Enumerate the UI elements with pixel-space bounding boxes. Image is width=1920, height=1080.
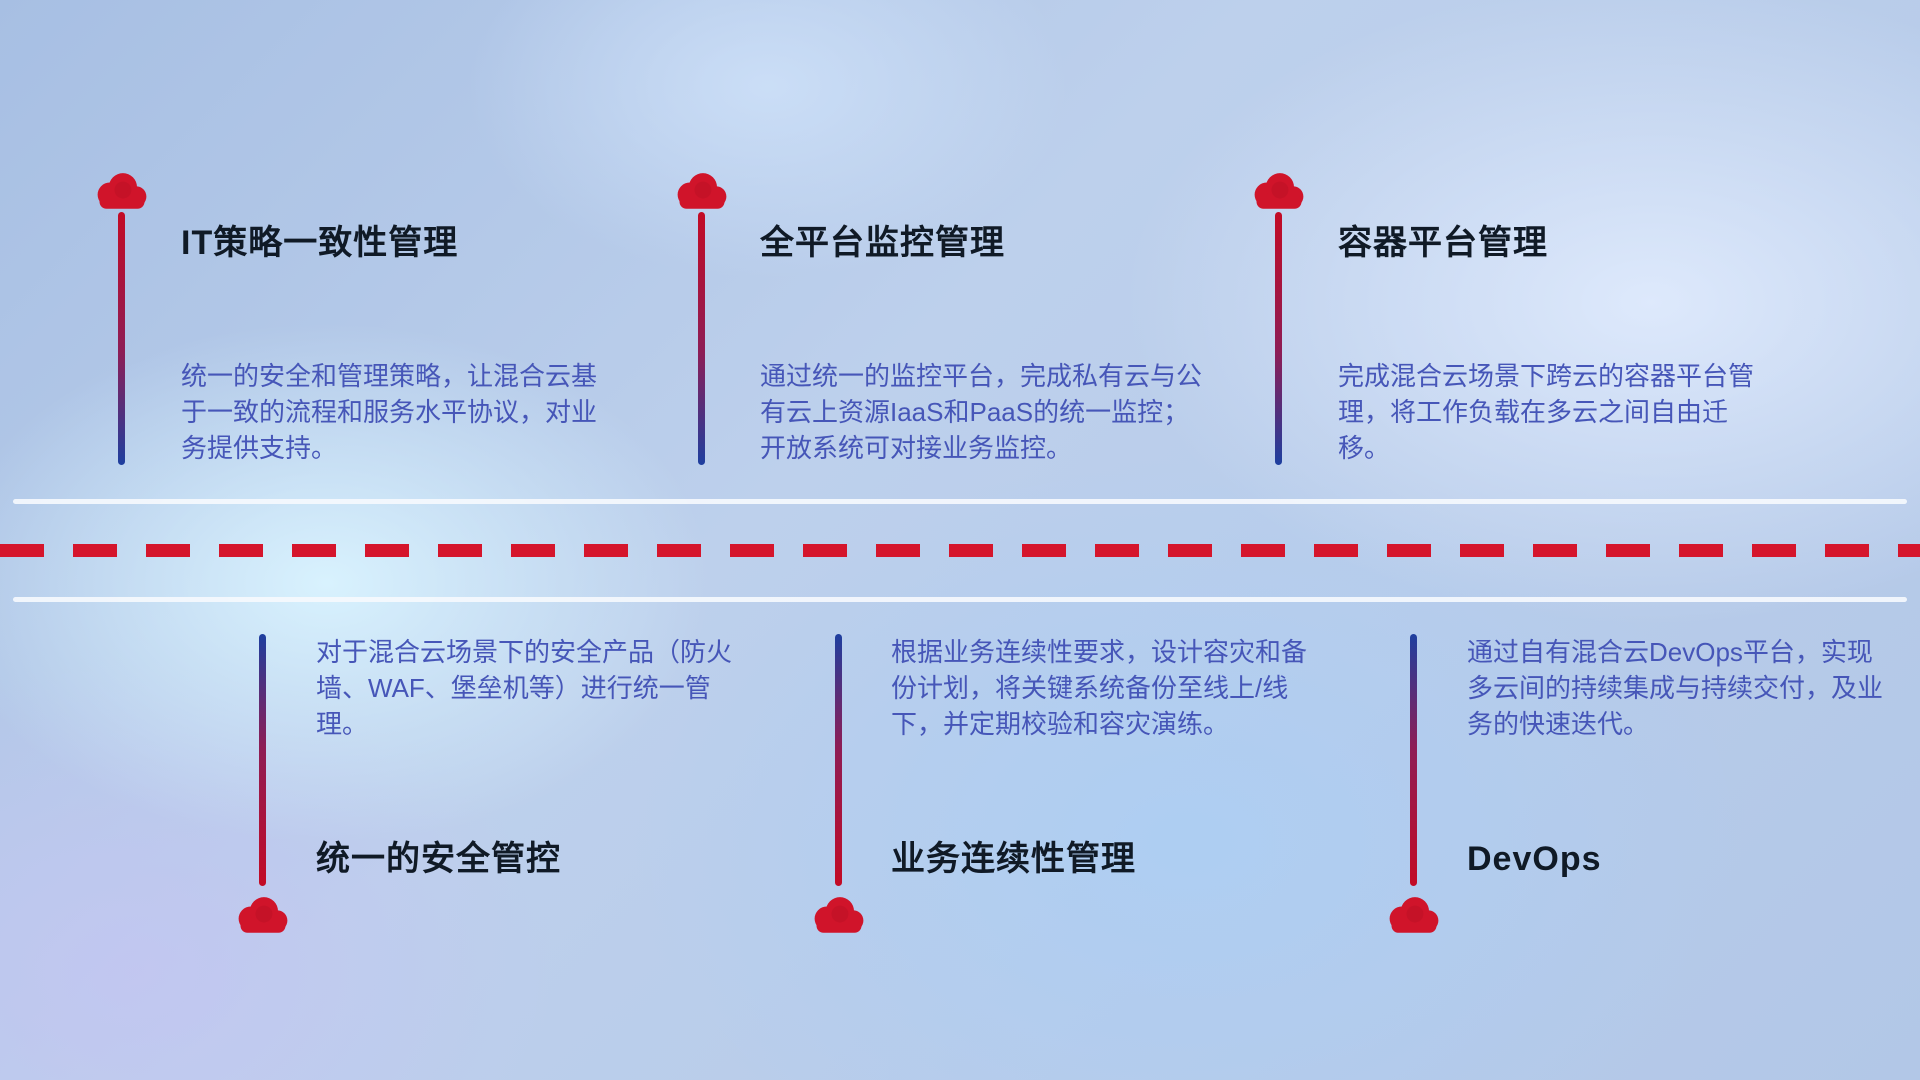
timeline-connector-line bbox=[118, 212, 125, 465]
capability-title: 统一的安全管控 bbox=[316, 840, 561, 878]
timeline-connector-line bbox=[698, 212, 705, 465]
divider-line-top bbox=[13, 499, 1907, 504]
capability-description: 通过统一的监控平台，完成私有云与公有云上资源IaaS和PaaS的统一监控；开放系… bbox=[760, 361, 1203, 463]
cloud-icon bbox=[233, 892, 293, 936]
capability-description: 完成混合云场景下跨云的容器平台管理，将工作负载在多云之间自由迁移。 bbox=[1338, 361, 1755, 463]
divider-dashed-line bbox=[0, 544, 1920, 557]
capability-title: 业务连续性管理 bbox=[891, 840, 1136, 878]
timeline-connector-line bbox=[1275, 212, 1282, 465]
divider-line-bottom bbox=[13, 597, 1907, 602]
cloud-icon bbox=[809, 892, 869, 936]
capability-title: DevOps bbox=[1467, 840, 1602, 878]
timeline-connector-line bbox=[1410, 634, 1417, 886]
cloud-icon bbox=[1249, 168, 1309, 212]
cloud-icon bbox=[672, 168, 732, 212]
capability-description: 统一的安全和管理策略，让混合云基于一致的流程和服务水平协议，对业务提供支持。 bbox=[181, 361, 598, 463]
capability-description: 对于混合云场景下的安全产品（防火墙、WAF、堡垒机等）进行统一管理。 bbox=[316, 637, 733, 739]
cloud-icon bbox=[1384, 892, 1444, 936]
capability-title: IT策略一致性管理 bbox=[181, 224, 459, 262]
capability-title: 全平台监控管理 bbox=[760, 224, 1005, 262]
cloud-icon bbox=[92, 168, 152, 212]
capability-description: 通过自有混合云DevOps平台，实现多云间的持续集成与持续交付，及业务的快速迭代… bbox=[1467, 637, 1884, 739]
capability-description: 根据业务连续性要求，设计容灾和备份计划，将关键系统备份至线上/线下，并定期校验和… bbox=[891, 637, 1308, 739]
timeline-connector-line bbox=[259, 634, 266, 886]
timeline-connector-line bbox=[835, 634, 842, 886]
capability-title: 容器平台管理 bbox=[1338, 224, 1548, 262]
